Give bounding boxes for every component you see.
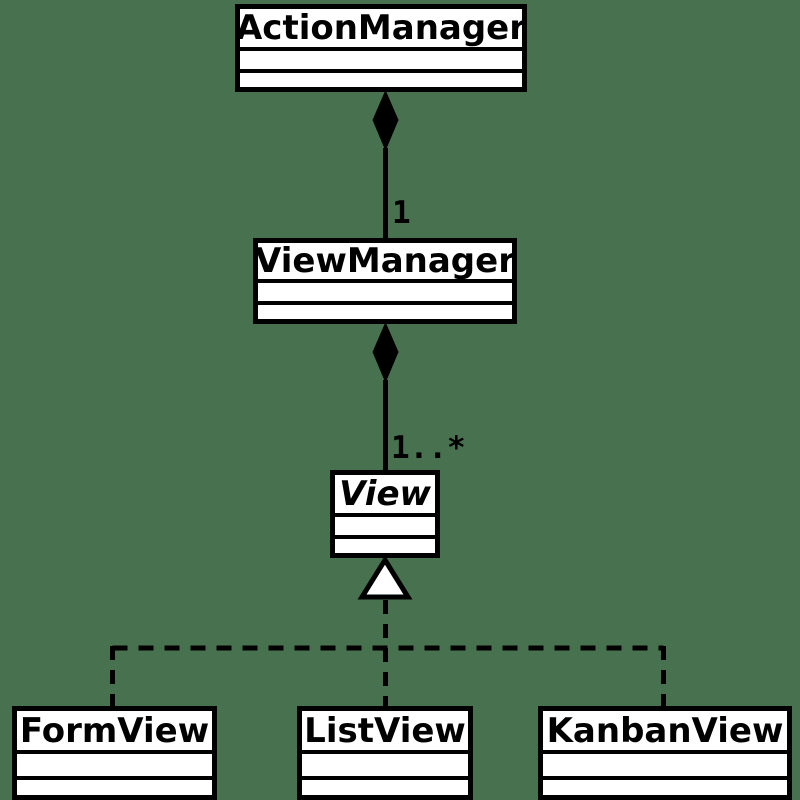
operations-compartment: [240, 69, 522, 87]
class-node-view: View: [330, 470, 440, 558]
class-name-label: ListView: [304, 711, 466, 750]
attributes-compartment: [17, 750, 212, 776]
multiplicity-label: 1..*: [391, 430, 466, 466]
operations-compartment: [543, 776, 787, 795]
attributes-compartment: [302, 750, 468, 776]
class-name-label: ActionManager: [240, 9, 522, 47]
composition-diamond-icon: [372, 90, 399, 151]
attributes-compartment: [335, 513, 435, 535]
operations-compartment: [335, 535, 435, 553]
class-node-formview: FormView: [12, 706, 217, 800]
operations-compartment: [17, 776, 212, 795]
operations-compartment: [302, 776, 468, 795]
realization-triangle-icon: [357, 555, 413, 600]
class-name-label: View: [339, 475, 431, 513]
class-name-label: FormView: [19, 711, 210, 750]
operations-compartment: [258, 301, 512, 319]
composition-diamond-icon: [372, 322, 399, 383]
class-node-kanbanview: KanbanView: [538, 706, 792, 800]
class-node-viewmanager: ViewManager: [253, 238, 517, 324]
class-name-label: KanbanView: [546, 711, 784, 750]
class-name-label: ViewManager: [258, 243, 512, 279]
attributes-compartment: [258, 279, 512, 301]
attributes-compartment: [543, 750, 787, 776]
class-node-actionmanager: ActionManager: [235, 4, 527, 92]
attributes-compartment: [240, 47, 522, 69]
class-node-listview: ListView: [297, 706, 473, 800]
multiplicity-label: 1: [392, 195, 411, 231]
